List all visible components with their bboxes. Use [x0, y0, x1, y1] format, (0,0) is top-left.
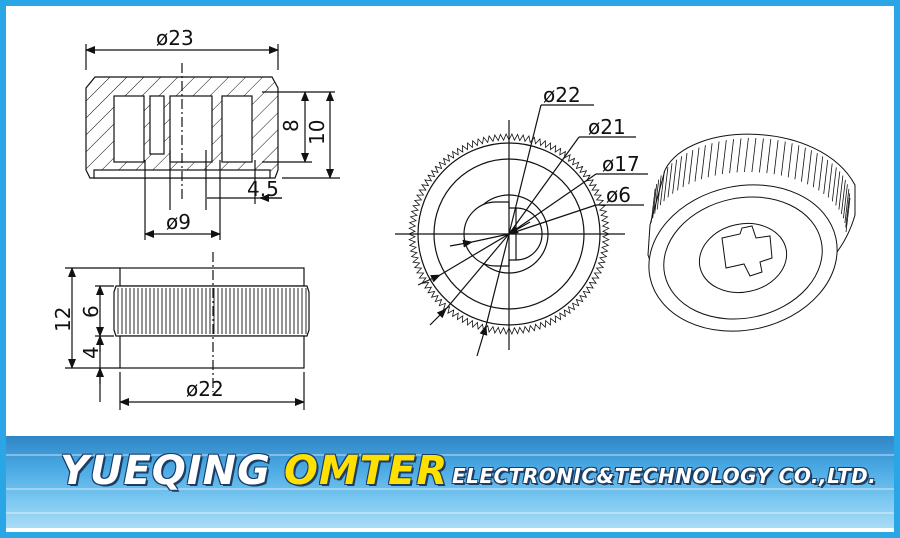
dim-knurl-height: 6 [79, 305, 103, 318]
dim-shaft-diameter: ø9 [166, 210, 191, 234]
dim-inner-height: 8 [279, 119, 303, 132]
side-view [65, 252, 310, 410]
dim-front-d17: ø17 [602, 152, 640, 176]
dim-front-d21: ø21 [588, 115, 626, 139]
dim-side-diameter: ø22 [186, 377, 224, 401]
dim-front-d6: ø6 [606, 183, 631, 207]
brand-name-part1: YUEQING [60, 448, 271, 494]
front-view [395, 104, 648, 357]
dim-wall-offset: 4.5 [247, 177, 279, 201]
dim-base-height: 4 [79, 346, 103, 359]
dim-top-diameter: ø23 [156, 26, 194, 50]
section-view [85, 44, 340, 240]
dim-total-height: 10 [305, 120, 329, 145]
company-banner: YUEQING OMTER ELECTRONIC&TECHNOLOGY CO.,… [6, 436, 894, 528]
dim-front-d22: ø22 [543, 83, 581, 107]
brand-name-part2: OMTER [284, 448, 449, 494]
company-tagline: ELECTRONIC&TECHNOLOGY CO.,LTD. [452, 464, 877, 488]
dim-side-height: 12 [51, 307, 75, 332]
isometric-view [647, 133, 856, 332]
